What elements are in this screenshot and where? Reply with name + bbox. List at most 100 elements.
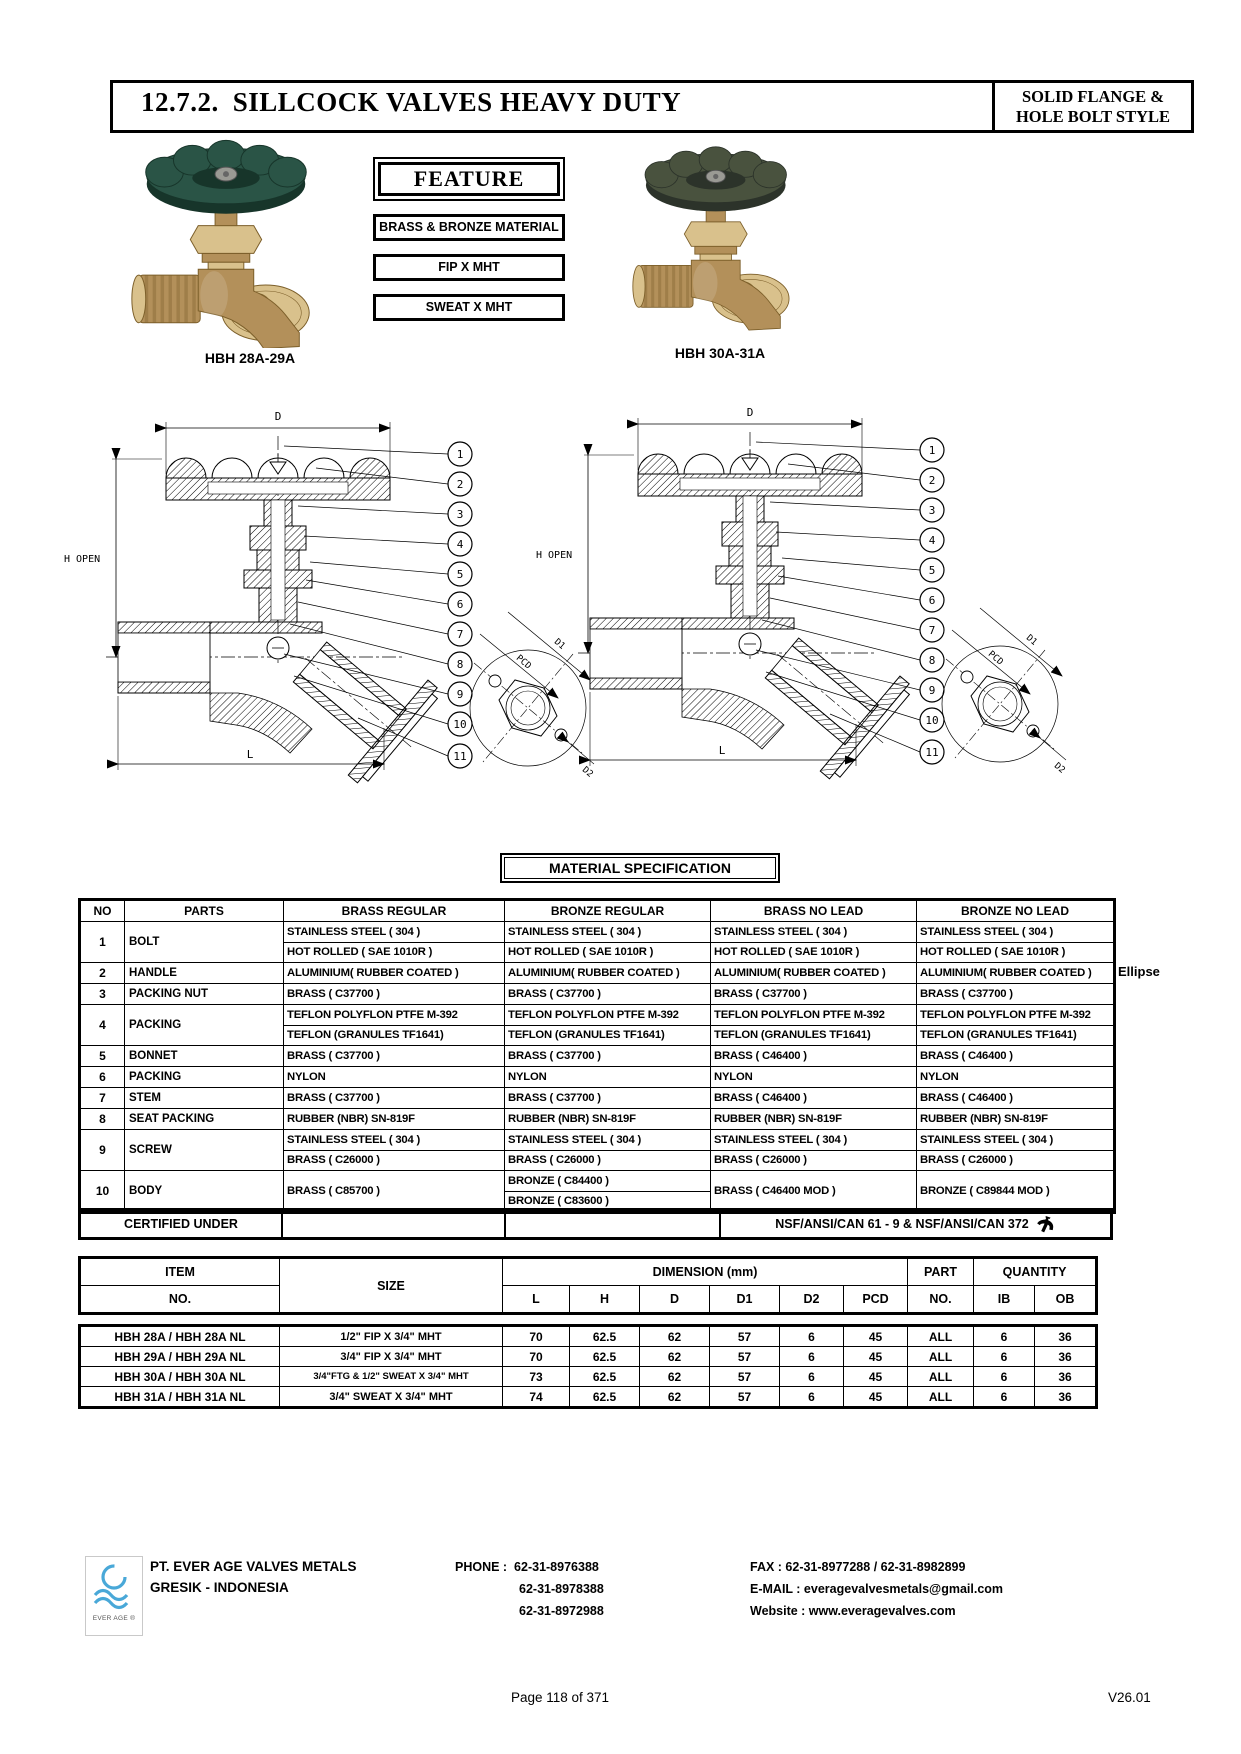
spec-material-cell: NYLON <box>710 1066 917 1088</box>
drawing-label: 2 <box>929 474 936 487</box>
spec-material-line: TEFLON (GRANULES TF1641) <box>284 1024 504 1046</box>
callout-7: 7 <box>769 597 945 643</box>
spec-material-line: BRONZE ( C83600 ) <box>505 1190 710 1212</box>
spec-col-header: BRONZE NO LEAD <box>916 899 1115 922</box>
drawing-label: 5 <box>929 564 936 577</box>
feature-item-material: BRASS & BRONZE MATERIAL <box>373 214 565 241</box>
callout-1: 1 <box>755 437 945 463</box>
feature-title: FEATURE <box>378 162 560 196</box>
drawing-label: D <box>275 410 282 423</box>
dim-value: 45 <box>843 1366 908 1387</box>
dimension-table-header: ITEM SIZE DIMENSION (mm) PART QUANTITY N… <box>78 1256 1099 1315</box>
callout-7: 7 <box>297 601 473 647</box>
spec-material-cell: STAINLESS STEEL ( 304 )BRASS ( C26000 ) <box>504 1129 711 1171</box>
spec-material-line: ALUMINIUM( RUBBER COATED ) <box>920 967 1092 979</box>
drawing-label: 3 <box>929 504 936 517</box>
dim-size: 1/2" FIP X 3/4" MHT <box>279 1325 503 1347</box>
dim-value: 36 <box>1034 1325 1097 1347</box>
col-d: D <box>639 1285 710 1314</box>
phone-line-1: PHONE : 62-31-8976388 <box>455 1560 599 1574</box>
dim-value: 62 <box>639 1386 710 1408</box>
feature-panel: FEATURE BRASS & BRONZE MATERIAL FIP X MH… <box>373 157 565 321</box>
spec-material-cell: ALUMINIUM( RUBBER COATED ) <box>916 962 1115 984</box>
contact-block: FAX : 62-31-8977288 / 62-31-8982899 E-MA… <box>750 1556 1003 1622</box>
dim-size: 3/4" SWEAT X 3/4" MHT <box>279 1386 503 1408</box>
dim-value: ALL <box>907 1325 974 1347</box>
spec-material-cell: BRASS ( C46400 ) <box>710 1045 917 1067</box>
spec-material-cell: BRONZE ( C84400 ) BRONZE ( C83600 ) <box>504 1170 711 1213</box>
dim-value: 45 <box>843 1346 908 1367</box>
dim-value: 62 <box>639 1366 710 1387</box>
spec-material-cell: BRASS ( C37700 ) <box>710 983 917 1005</box>
dim-value: ALL <box>907 1366 974 1387</box>
drawing-label: 2 <box>457 478 464 491</box>
spec-material-line: RUBBER (NBR) SN-819F <box>508 1113 636 1125</box>
company-city: GRESIK - INDONESIA <box>150 1580 289 1595</box>
spec-part-name: BOLT <box>124 921 284 963</box>
col-item-no: NO. <box>79 1285 280 1314</box>
spec-material-line: NYLON <box>920 1071 959 1083</box>
spec-material-line: NYLON <box>508 1071 547 1083</box>
style-box: SOLID FLANGE & HOLE BOLT STYLE <box>992 80 1194 133</box>
callout-11: 11 <box>357 717 473 769</box>
drawing-label: D1 <box>1024 633 1039 648</box>
spec-material-line: BRONZE ( C84400 ) <box>508 1174 609 1187</box>
callout-6: 6 <box>777 575 945 613</box>
spec-part-name: PACKING <box>124 1066 284 1088</box>
certified-value: NSF/ANSI/CAN 61 - 9 & NSF/ANSI/CAN 372 <box>775 1217 1029 1231</box>
website-line: Website : www.everagevalves.com <box>750 1604 956 1618</box>
spec-col-header: BRONZE REGULAR <box>504 899 711 922</box>
callout-4: 4 <box>303 531 473 557</box>
spec-material-cell: ALUMINIUM( RUBBER COATED ) <box>710 962 917 984</box>
spec-row-no: 2 <box>79 962 125 984</box>
spec-material-line: BRONZE ( C89844 MOD ) <box>920 1185 1050 1197</box>
spec-material-line: STAINLESS STEEL ( 304 ) <box>508 925 642 938</box>
spec-row-no: 10 <box>79 1170 125 1213</box>
dim-value: 36 <box>1034 1366 1097 1387</box>
spec-material-cell: BRASS ( C46400 ) <box>710 1087 917 1109</box>
model-label-right: HBH 30A-31A <box>674 345 766 361</box>
section-number: 12.7.2. <box>141 87 219 117</box>
spec-material-line: BRASS ( C26000 ) <box>711 1149 916 1171</box>
spec-material-line: BRASS ( C37700 ) <box>287 988 380 1000</box>
dim-value: 6 <box>779 1386 844 1408</box>
spec-material-line: STAINLESS STEEL ( 304 ) <box>920 925 1054 938</box>
drawing-label: 7 <box>457 628 464 641</box>
dim-item: HBH 31A / HBH 31A NL <box>79 1386 280 1408</box>
drawing-label: 4 <box>457 538 464 551</box>
product-photo-left <box>115 124 333 349</box>
dim-value: 36 <box>1034 1346 1097 1367</box>
drawing-label: 6 <box>929 594 936 607</box>
spec-material-cell: BRASS ( C37700 ) <box>916 983 1115 1005</box>
style-line-1: SOLID FLANGE & <box>1021 86 1165 106</box>
dim-value: 62.5 <box>569 1346 640 1367</box>
dim-value: 6 <box>973 1346 1035 1367</box>
callout-1: 1 <box>283 441 473 467</box>
callout-8: 8 <box>761 619 945 673</box>
dim-value: 62 <box>639 1325 710 1347</box>
dim-value: 45 <box>843 1325 908 1347</box>
callout-10: 10 <box>765 671 945 733</box>
company-name: PT. EVER AGE VALVES METALS <box>150 1559 357 1574</box>
col-l: L <box>502 1285 570 1314</box>
phone-line-3: 62-31-8972988 <box>519 1604 604 1618</box>
dim-value: 6 <box>779 1325 844 1347</box>
callout-5: 5 <box>781 557 945 583</box>
spec-col-header: NO <box>79 899 125 922</box>
dim-size: 3/4" FIP X 3/4" MHT <box>279 1346 503 1367</box>
dim-value: 57 <box>709 1366 780 1387</box>
spec-material-line: BRASS ( C46400 MOD ) <box>714 1185 836 1197</box>
spec-material-line: STAINLESS STEEL ( 304 ) <box>287 1133 421 1146</box>
col-ib: IB <box>973 1285 1036 1314</box>
callout-3: 3 <box>297 501 473 527</box>
dim-value: 70 <box>502 1346 570 1367</box>
dim-value: 74 <box>502 1386 570 1408</box>
certified-empty-cell <box>283 1211 506 1237</box>
drawing-label: 8 <box>457 658 464 671</box>
col-size: SIZE <box>279 1257 503 1314</box>
